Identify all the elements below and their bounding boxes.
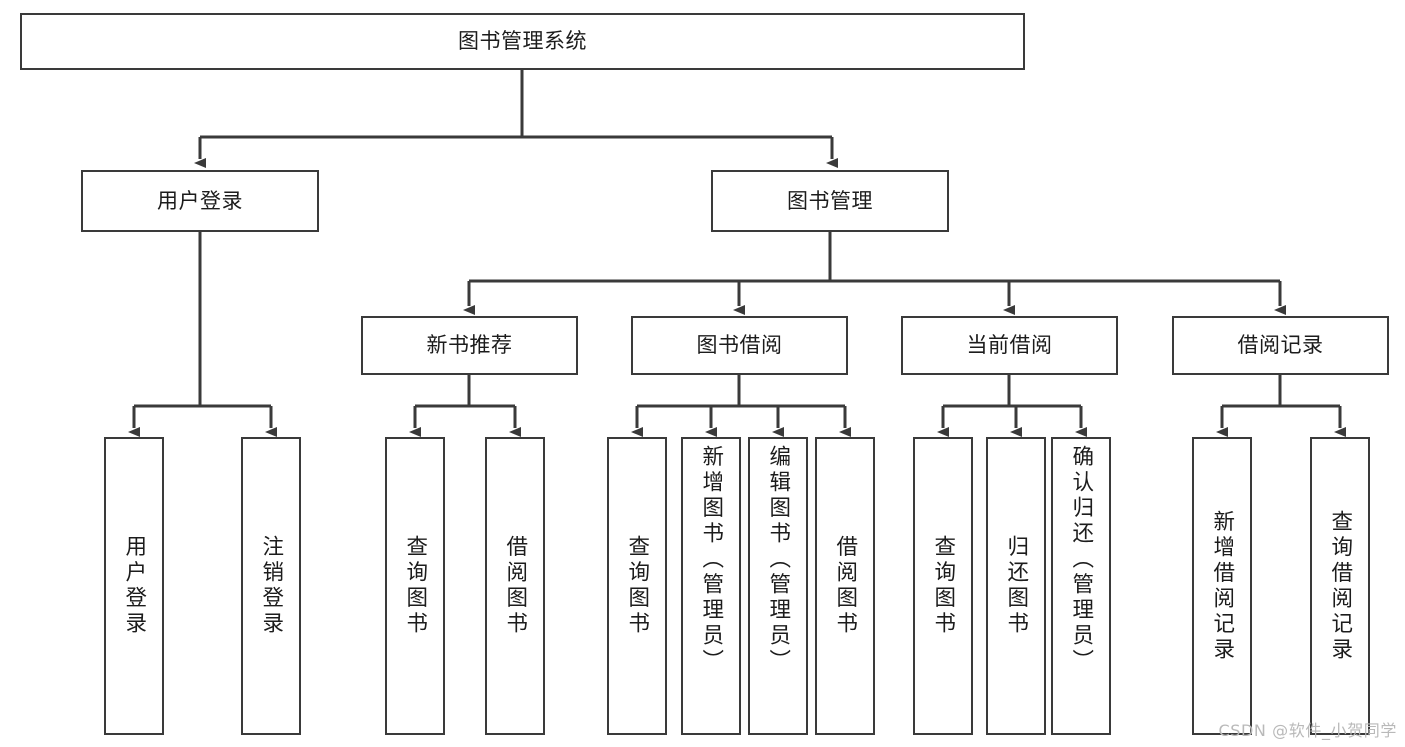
node-current-borrow[interactable]: 当前借阅 xyxy=(901,316,1118,375)
node-leaf-edit-book[interactable]: 编辑图书（管理员） xyxy=(748,437,808,735)
node-label-leaf-borrow-book-1: 借阅图书 xyxy=(502,535,528,637)
watermark-csdn: CSDN @软件_小贺同学 xyxy=(1218,721,1397,740)
node-leaf-borrow-book-1[interactable]: 借阅图书 xyxy=(485,437,545,735)
node-label-leaf-edit-book: 编辑图书（管理员） xyxy=(765,445,791,675)
node-leaf-user-login[interactable]: 用户登录 xyxy=(104,437,164,735)
node-leaf-add-record[interactable]: 新增借阅记录 xyxy=(1192,437,1252,735)
node-label-book-manage: 图书管理 xyxy=(787,188,873,213)
node-leaf-logout[interactable]: 注销登录 xyxy=(241,437,301,735)
node-label-leaf-borrow-book-2: 借阅图书 xyxy=(832,535,858,637)
node-label-leaf-user-login: 用户登录 xyxy=(121,535,147,637)
node-leaf-return-book[interactable]: 归还图书 xyxy=(986,437,1046,735)
node-leaf-query-book-1[interactable]: 查询图书 xyxy=(385,437,445,735)
node-root[interactable]: 图书管理系统 xyxy=(20,13,1025,70)
node-label-user-login: 用户登录 xyxy=(157,188,243,213)
node-label-leaf-add-record: 新增借阅记录 xyxy=(1209,509,1235,663)
node-leaf-query-book-2[interactable]: 查询图书 xyxy=(607,437,667,735)
node-label-leaf-confirm-return: 确认归还（管理员） xyxy=(1068,445,1094,675)
node-book-borrow[interactable]: 图书借阅 xyxy=(631,316,848,375)
node-label-borrow-record: 借阅记录 xyxy=(1237,333,1324,358)
node-label-leaf-query-book-3: 查询图书 xyxy=(930,535,956,637)
node-leaf-query-record[interactable]: 查询借阅记录 xyxy=(1310,437,1370,735)
node-new-book-rec[interactable]: 新书推荐 xyxy=(361,316,578,375)
node-label-leaf-return-book: 归还图书 xyxy=(1003,535,1029,637)
node-label-book-borrow: 图书借阅 xyxy=(696,333,783,358)
node-leaf-confirm-return[interactable]: 确认归还（管理员） xyxy=(1051,437,1111,735)
node-leaf-query-book-3[interactable]: 查询图书 xyxy=(913,437,973,735)
node-label-leaf-logout: 注销登录 xyxy=(258,535,284,637)
node-user-login[interactable]: 用户登录 xyxy=(81,170,319,232)
node-label-leaf-query-book-1: 查询图书 xyxy=(402,535,428,637)
node-book-manage[interactable]: 图书管理 xyxy=(711,170,949,232)
node-leaf-borrow-book-2[interactable]: 借阅图书 xyxy=(815,437,875,735)
node-label-root: 图书管理系统 xyxy=(458,29,587,54)
node-leaf-add-book[interactable]: 新增图书（管理员） xyxy=(681,437,741,735)
node-label-leaf-query-book-2: 查询图书 xyxy=(624,535,650,637)
node-borrow-record[interactable]: 借阅记录 xyxy=(1172,316,1389,375)
node-label-current-borrow: 当前借阅 xyxy=(966,333,1053,358)
node-label-leaf-query-record: 查询借阅记录 xyxy=(1327,509,1353,663)
node-label-new-book-rec: 新书推荐 xyxy=(426,333,513,358)
node-label-leaf-add-book: 新增图书（管理员） xyxy=(698,445,724,675)
